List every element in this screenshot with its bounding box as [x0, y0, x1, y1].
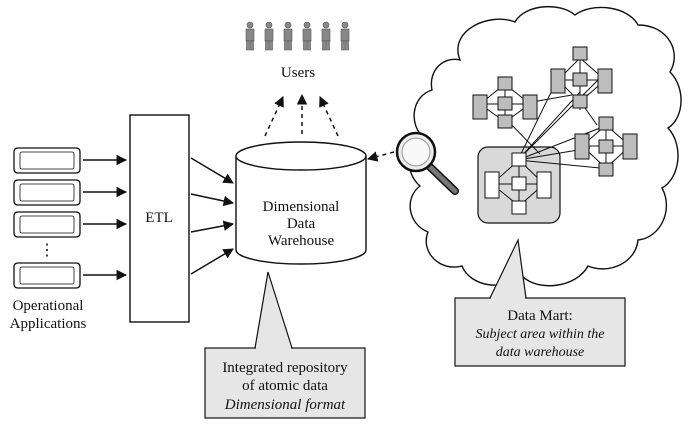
person-icon — [283, 21, 293, 51]
person-icon — [302, 21, 312, 51]
mart-callout-box — [454, 297, 626, 367]
users-group — [245, 21, 350, 51]
repository-line1: Integrated repository — [222, 360, 348, 376]
repository-line2: of atomic data — [242, 378, 328, 394]
person-icon — [340, 21, 350, 51]
arrows-to-etl — [83, 154, 128, 281]
sources-label-line2: Applications — [10, 316, 87, 332]
warehouse-line2: Data — [287, 216, 316, 232]
mart-line3: data warehouse — [496, 345, 585, 360]
repository-callout-pointer — [254, 271, 293, 349]
warehouse-line3: Warehouse — [268, 233, 335, 249]
source-app — [13, 262, 81, 289]
source-app — [13, 211, 81, 238]
etl-label: ETL — [145, 210, 173, 226]
magnifier-icon — [395, 131, 459, 195]
source-app — [13, 179, 81, 206]
star-schema — [472, 76, 538, 129]
person-icon — [245, 21, 255, 51]
repository-line3: Dimensional format — [224, 397, 346, 413]
mart-line2: Subject area within the — [476, 327, 605, 342]
arrow — [190, 157, 234, 184]
arrows-to-users — [264, 93, 339, 137]
operational-sources — [13, 147, 81, 289]
mart-line1: Data Mart: — [507, 308, 572, 324]
etl-box — [129, 114, 190, 323]
users-label: Users — [281, 65, 315, 81]
sources-ellipsis: ⋮ — [39, 242, 55, 259]
repository-callout-box — [204, 347, 366, 419]
arrow — [366, 151, 395, 162]
cloud-shape — [408, 5, 682, 287]
arrow — [319, 96, 339, 137]
warehouse-cylinder — [235, 141, 367, 265]
sources-label-line1: Operational — [13, 298, 84, 314]
person-icon — [264, 21, 274, 51]
warehouse-line1: Dimensional — [263, 199, 340, 215]
arrow — [190, 248, 234, 275]
source-app — [13, 147, 81, 174]
arrows-to-warehouse — [190, 157, 235, 275]
source-inner-borders — [19, 151, 75, 285]
star-schema — [484, 152, 552, 215]
arrow — [190, 193, 235, 207]
arrow — [190, 220, 235, 233]
arrow — [264, 96, 284, 137]
person-icon — [321, 21, 331, 51]
star-schema — [550, 46, 613, 110]
star-schema — [574, 116, 638, 177]
